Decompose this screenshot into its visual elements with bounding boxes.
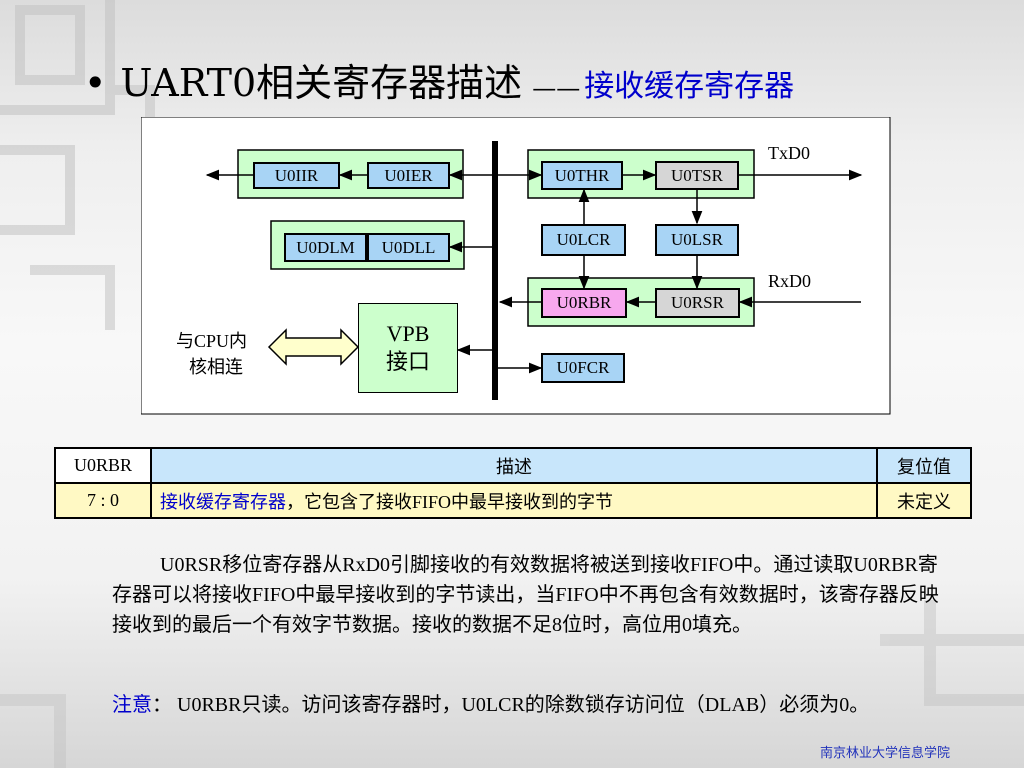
label-rxd0: RxD0	[768, 271, 812, 291]
cell-description: 接收缓存寄存器，它包含了接收FIFO中最早接收到的字节	[150, 482, 878, 519]
node-u0rsr: U0RSR	[655, 288, 740, 318]
node-vpb: VPB 接口	[358, 303, 458, 393]
node-u0iir: U0IIR	[253, 162, 340, 189]
table-header-row: U0RBR 描述 复位值	[54, 447, 972, 484]
node-u0ier: U0IER	[367, 162, 450, 189]
description-paragraph: U0RSR移位寄存器从RxD0引脚接收的有效数据将被送到接收FIFO中。通过读取…	[112, 554, 939, 636]
node-u0dlm: U0DLM	[284, 233, 367, 262]
slide-title: • UART0相关寄存器描述 —— 接收缓存寄存器	[84, 52, 794, 108]
note-paragraph: 注意： U0RBR只读。访问该寄存器时，U0LCR的除数锁存访问位（DLAB）必…	[112, 690, 962, 720]
node-u0thr: U0THR	[541, 161, 623, 190]
vpb-label-1: VPB	[386, 321, 430, 346]
node-u0lcr: U0LCR	[541, 224, 626, 256]
cell-bits: 7 : 0	[54, 482, 152, 519]
node-u0fcr: U0FCR	[541, 353, 625, 383]
table-row: 7 : 0 接收缓存寄存器，它包含了接收FIFO中最早接收到的字节 未定义	[54, 482, 972, 519]
bullet-icon: •	[84, 61, 107, 105]
node-u0dll: U0DLL	[367, 233, 450, 262]
cell-reset: 未定义	[876, 482, 972, 519]
footer-institution: 南京林业大学信息学院	[820, 746, 951, 761]
title-dash: ——	[532, 74, 581, 102]
label-txd0: TxD0	[768, 143, 810, 163]
header-register: U0RBR	[54, 447, 152, 484]
diagram-frame	[141, 117, 891, 415]
note-sep: ：	[152, 694, 177, 716]
note-text: U0RBR只读。访问该寄存器时，U0LCR的除数锁存访问位（DLAB）必须为0。	[177, 694, 870, 716]
note-label: 注意	[112, 694, 152, 716]
header-description: 描述	[150, 447, 878, 484]
uart-block-diagram: U0IIR U0IER U0DLM U0DLL VPB 接口 U0THR U0T…	[141, 117, 891, 415]
label-cpu-line2: 核相连	[189, 357, 243, 377]
vpb-label-2: 接口	[385, 349, 430, 374]
node-u0lsr: U0LSR	[655, 224, 739, 256]
node-u0tsr: U0TSR	[655, 161, 739, 190]
desc-text: ，它包含了接收FIFO中最早接收到的字节	[286, 491, 614, 512]
label-cpu-line1: 与CPU内	[176, 331, 248, 351]
node-u0rbr: U0RBR	[541, 288, 627, 318]
header-reset: 复位值	[876, 447, 972, 484]
desc-highlight: 接收缓存寄存器	[160, 491, 286, 512]
system-bus	[492, 141, 498, 400]
register-table: U0RBR 描述 复位值 7 : 0 接收缓存寄存器，它包含了接收FIFO中最早…	[54, 447, 972, 519]
title-sub: 接收缓存寄存器	[584, 69, 795, 104]
title-main: UART0相关寄存器描述	[120, 61, 523, 105]
